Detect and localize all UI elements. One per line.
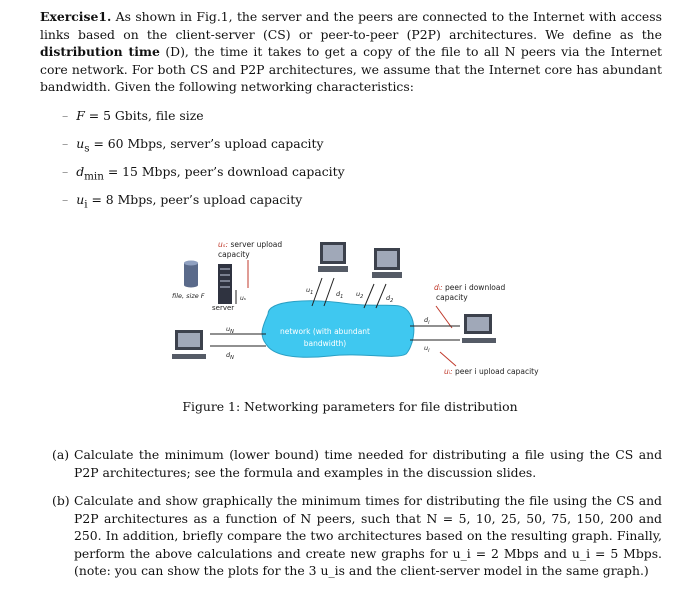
question-a-text: Calculate the minimum (lower bound) time… <box>74 447 662 480</box>
server-label: server <box>212 304 234 312</box>
question-a: (a) Calculate the minimum (lower bound) … <box>52 446 662 481</box>
server-upload-label-1: uₛ: server upload <box>218 240 282 249</box>
intro-text-a: As shown in Fig.1, the server and the pe… <box>40 9 662 42</box>
file-label: file, size F <box>172 292 205 300</box>
dN-label: dN <box>226 351 234 361</box>
peer-2-computer-icon <box>372 248 402 278</box>
peer-upload-label: uᵢ: peer i upload capacity <box>444 367 539 376</box>
distribution-time-term: distribution time <box>40 44 160 59</box>
param-peer-download: –dmin = 15 Mbps, peer’s download capacit… <box>62 164 345 183</box>
d2-label: d2 <box>386 294 393 304</box>
peer-i-computer-icon <box>462 314 496 343</box>
parameter-list: –F = 5 Gbits, file size –us = 60 Mbps, s… <box>62 106 345 218</box>
server-upload-label-2: capacity <box>218 250 250 259</box>
u1-label: u1 <box>306 286 313 296</box>
question-a-label: (a) <box>52 447 70 462</box>
question-b: (b) Calculate and show graphically the m… <box>52 492 662 580</box>
param-server-upload: –us = 60 Mbps, server’s upload capacity <box>62 136 324 155</box>
network-label-1: network (with abundant <box>280 327 370 336</box>
intro-text-b: (D), the time it takes to get a copy of … <box>40 44 663 94</box>
param-peer-upload: –ui = 8 Mbps, peer’s upload capacity <box>62 192 303 211</box>
ui-label: ui <box>424 344 430 354</box>
param-file-size: –F = 5 Gbits, file size <box>62 108 204 123</box>
figure-caption: Figure 1: Networking parameters for file… <box>182 399 518 414</box>
d1-label: d1 <box>336 290 343 300</box>
network-figure: network (with abundant bandwidth) uₛ: se… <box>172 240 539 376</box>
server-icon <box>218 264 232 304</box>
peer-1-computer-icon <box>318 242 348 272</box>
uN-label: uN <box>226 325 234 335</box>
u2-label: u2 <box>356 290 363 300</box>
file-database-icon <box>184 260 198 288</box>
exercise-intro: Exercise1. As shown in Fig.1, the server… <box>40 8 662 96</box>
peer-n-computer-icon <box>172 330 206 359</box>
network-label-2: bandwidth) <box>304 339 347 348</box>
us-label: uₛ <box>240 295 246 302</box>
exercise-heading: Exercise1. <box>40 9 112 24</box>
question-b-text: Calculate and show graphically the minim… <box>74 493 662 578</box>
question-b-label: (b) <box>52 493 70 508</box>
network-cloud <box>261 300 415 358</box>
peer-download-label-2: capacity <box>436 293 468 302</box>
peer-download-label-1: dᵢ: peer i download <box>434 283 505 292</box>
di-label: di <box>424 316 430 326</box>
